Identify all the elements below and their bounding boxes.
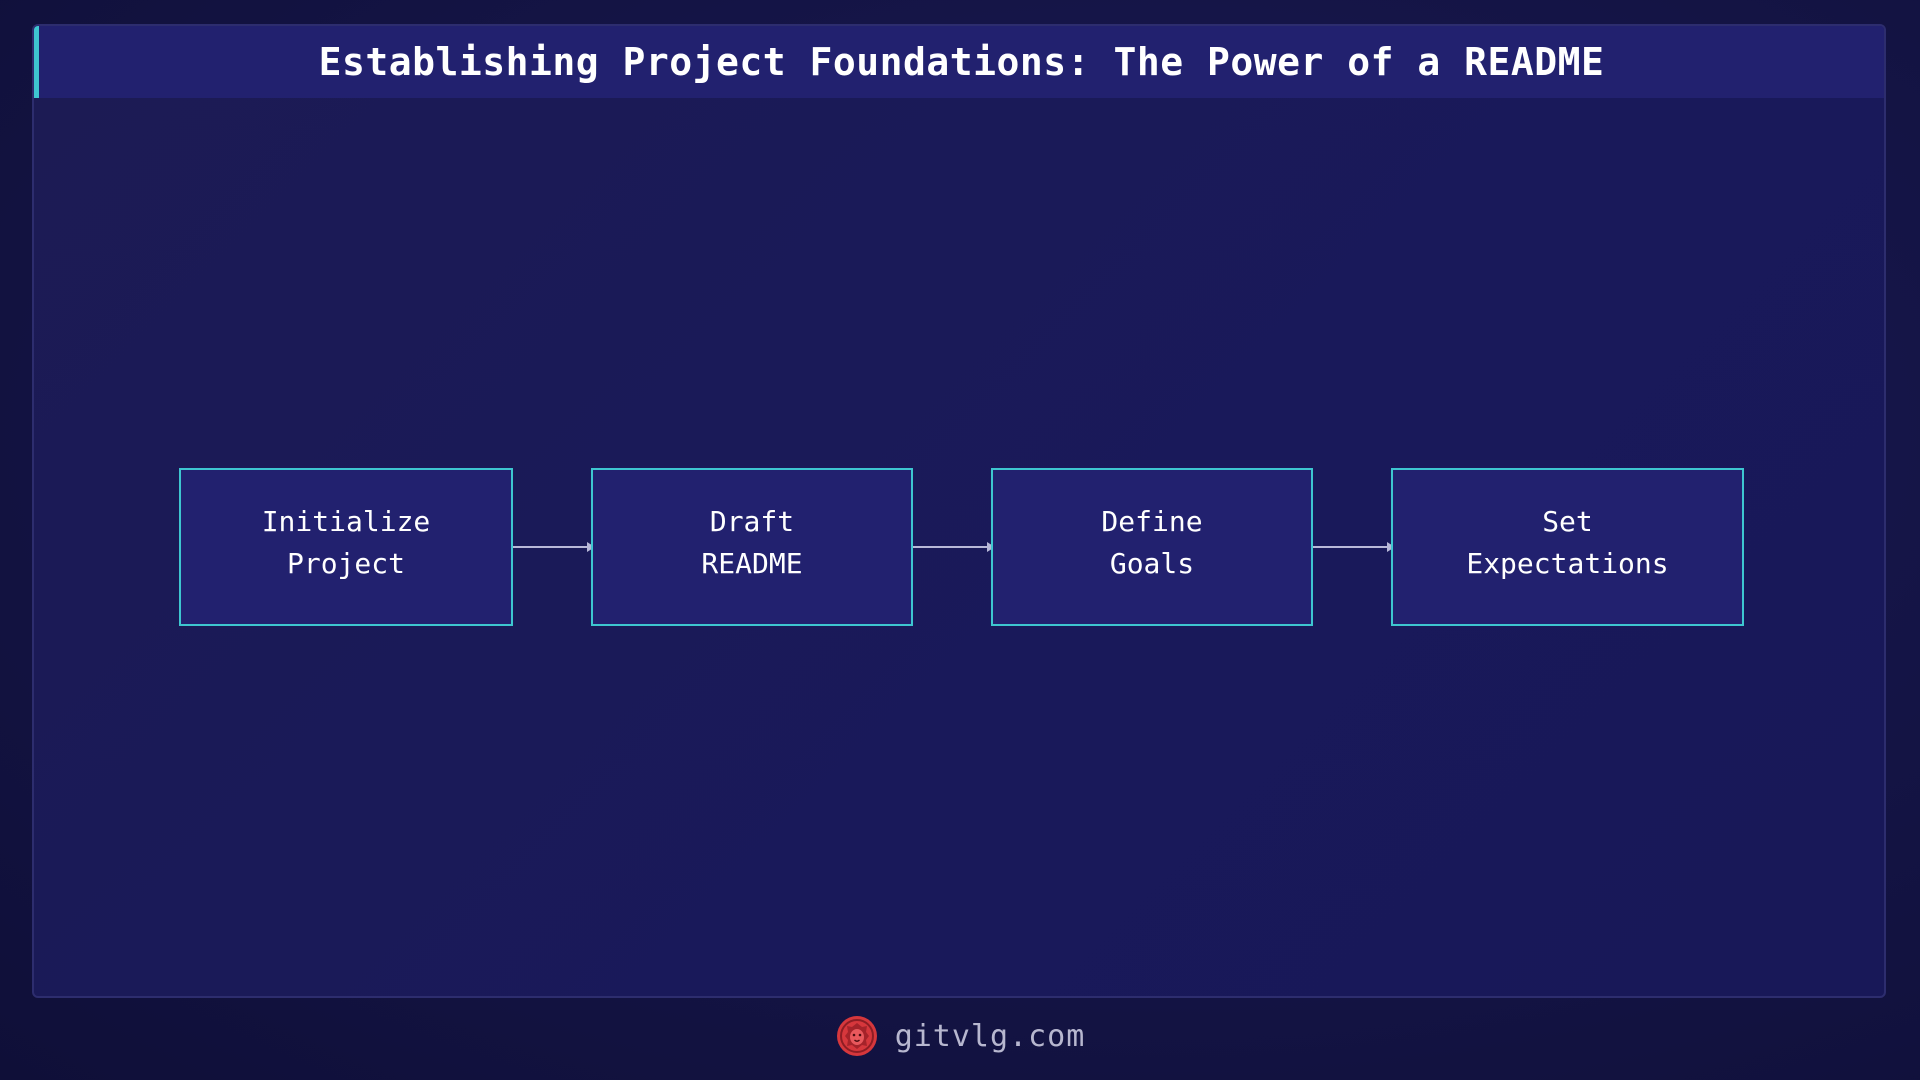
arrow-connector <box>513 542 595 552</box>
step-draft-readme: Draft README <box>591 468 913 626</box>
lion-head-icon <box>836 1016 877 1056</box>
page-title: Establishing Project Foundations: The Po… <box>318 40 1605 84</box>
arrow-connector <box>1313 542 1395 552</box>
footer: gitvlg.com <box>0 1008 1920 1064</box>
step-label: Initialize Project <box>261 505 431 580</box>
slide-panel: Establishing Project Foundations: The Po… <box>32 24 1886 998</box>
step-set-expectations: Set Expectations <box>1391 468 1744 626</box>
step-label: Draft README <box>701 505 803 580</box>
site-url: gitvlg.com <box>894 1018 1086 1054</box>
step-define-goals: Define Goals <box>991 468 1313 626</box>
step-label: Define Goals <box>1101 505 1203 580</box>
arrow-connector <box>913 542 995 552</box>
title-bar: Establishing Project Foundations: The Po… <box>34 26 1884 98</box>
flow-diagram: Initialize Project Draft README Define G… <box>34 26 1884 996</box>
step-label: Set Expectations <box>1466 505 1669 580</box>
step-initialize-project: Initialize Project <box>179 468 513 626</box>
